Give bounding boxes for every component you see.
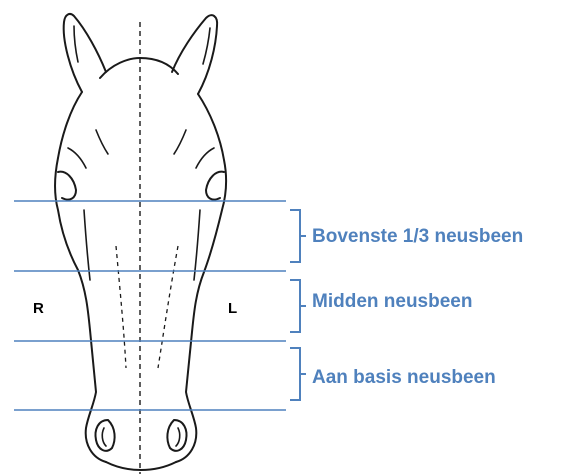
left-nostril <box>94 419 116 452</box>
right-eye-brow <box>195 147 215 169</box>
bracket-upper <box>290 209 306 263</box>
bracket-middle <box>290 279 306 333</box>
left-ear-inner <box>73 25 79 63</box>
left-head-contour <box>54 91 107 463</box>
nasal-dotted-left <box>115 245 127 369</box>
zone-lines <box>14 200 286 411</box>
left-eye-brow <box>67 147 87 169</box>
forelock-outline <box>99 57 179 79</box>
left-ear-outline <box>62 13 107 93</box>
right-eye <box>205 170 225 201</box>
bracket-lower <box>290 347 306 401</box>
right-nostril-inner <box>175 427 181 447</box>
horse-head-illustration <box>54 13 228 474</box>
nasal-line-left <box>83 209 91 281</box>
right-head-contour <box>175 93 228 463</box>
left-nostril-inner <box>101 427 107 447</box>
right-nostril <box>166 419 188 452</box>
muzzle-bottom <box>105 461 177 471</box>
right-side-label: R <box>33 300 44 317</box>
left-eye <box>57 170 77 201</box>
right-ear-outline <box>171 14 219 95</box>
left-side-label: L <box>228 300 237 317</box>
forehead-line-right <box>173 129 187 155</box>
right-ear-inner <box>202 27 211 65</box>
nasal-line-right <box>193 209 201 281</box>
forehead-line-left <box>95 129 109 155</box>
zone-label-upper: Bovenste 1/3 neusbeen <box>312 226 523 247</box>
nasal-dotted-right <box>157 245 179 369</box>
zone-brackets <box>290 209 306 401</box>
zone-label-lower: Aan basis neusbeen <box>312 367 496 388</box>
zone-label-middle: Midden neusbeen <box>312 291 472 312</box>
